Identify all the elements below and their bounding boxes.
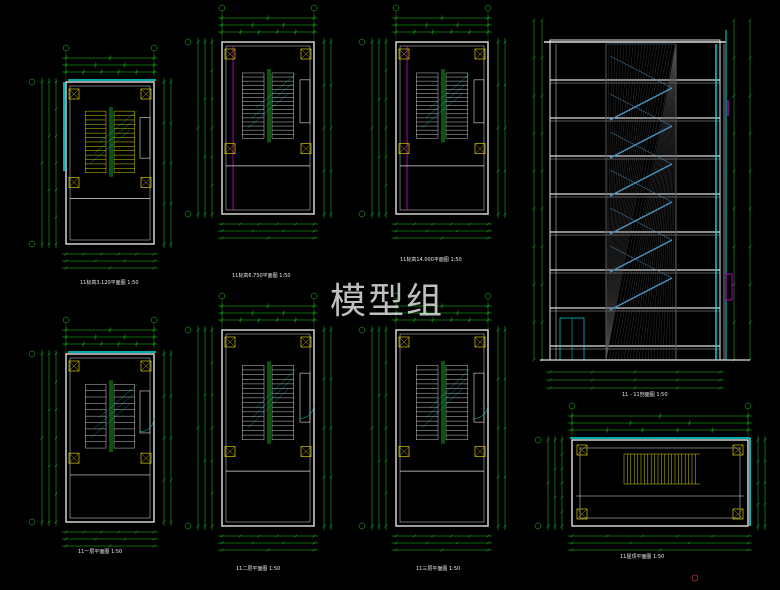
section-title: 11 - 11剖面图 1:50 (622, 392, 668, 398)
plan-second (184, 292, 333, 552)
plan-14000 (358, 4, 507, 240)
plan-title-3: 11标高14.000平面图 1:50 (400, 257, 462, 263)
plan-roof (534, 402, 767, 582)
watermark: 模型组 (330, 281, 445, 322)
plan-third (358, 292, 507, 552)
plan-title-2: 11标高6.750平面图 1:50 (232, 273, 291, 279)
plan-title-7: 11屋顶平面图 1:50 (620, 554, 665, 560)
plan-ground (28, 316, 173, 548)
plan-title-5: 11二层平面图 1:50 (236, 566, 281, 572)
plan-6750 (184, 4, 333, 240)
plan-title-1: 11标高3.120平面图 1:50 (80, 280, 139, 286)
plan-title-6: 11三层平面图 1:50 (416, 566, 461, 572)
plan-3120 (28, 44, 173, 270)
section-11 (532, 18, 752, 390)
plan-title-4: 11一层平面图 1:50 (78, 549, 123, 555)
